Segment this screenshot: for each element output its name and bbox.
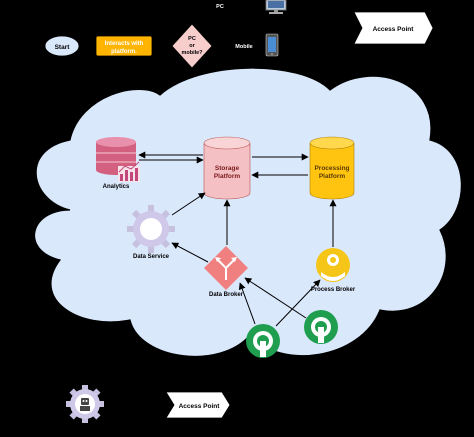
pc-label: PC bbox=[216, 4, 224, 10]
edge-sensor2-databroker bbox=[244, 277, 307, 319]
data-broker-icon[interactable] bbox=[204, 246, 248, 290]
sensor-node-icon[interactable] bbox=[304, 310, 338, 344]
processing-platform-cylinder[interactable] bbox=[309, 136, 355, 200]
decision-label-2: or bbox=[189, 43, 195, 49]
storage-label-2: Platform bbox=[214, 173, 241, 180]
processing-label-2: Platform bbox=[319, 173, 346, 180]
decision-node[interactable] bbox=[171, 23, 213, 69]
mobile-phone-icon bbox=[265, 33, 279, 57]
interacts-label-2: platform. bbox=[111, 49, 137, 55]
access-point-top[interactable] bbox=[353, 11, 434, 45]
data-service-label: Data Service bbox=[133, 254, 170, 260]
access-point-bottom[interactable] bbox=[165, 391, 231, 419]
monitor-icon bbox=[265, 0, 287, 14]
cloud-shape bbox=[33, 67, 462, 357]
decision-label-3: mobile? bbox=[181, 50, 203, 56]
decision-label-1: PC bbox=[188, 36, 196, 42]
gear-icon[interactable] bbox=[127, 205, 175, 253]
edges bbox=[138, 151, 337, 327]
access-point-top-label: Access Point bbox=[373, 26, 415, 33]
process-broker-label: Process Broker bbox=[311, 287, 356, 293]
access-point-bottom-label: Access Point bbox=[179, 403, 221, 410]
start-node[interactable] bbox=[44, 35, 80, 57]
storage-label-1: Storage bbox=[215, 165, 240, 172]
analytics-label: Analytics bbox=[103, 184, 130, 190]
data-broker-label: Data Broker bbox=[209, 292, 244, 298]
edge-databroker-dataservice bbox=[171, 242, 209, 263]
interacts-label-1: Interacts with bbox=[105, 41, 144, 47]
sensor-node-icon[interactable] bbox=[246, 324, 280, 358]
process-broker-icon[interactable] bbox=[316, 248, 350, 282]
edge-sensor1-databroker bbox=[238, 282, 256, 325]
edge-sensor1-processbroker bbox=[275, 279, 321, 327]
interacts-node[interactable] bbox=[95, 35, 153, 57]
edge-dataservice-storage bbox=[171, 192, 206, 216]
analytics-icon[interactable] bbox=[96, 137, 140, 182]
mobile-label: Mobile bbox=[235, 44, 252, 50]
storage-platform-cylinder[interactable] bbox=[203, 136, 251, 200]
processing-label-1: Processing bbox=[314, 165, 349, 172]
robot-gear-icon bbox=[66, 385, 104, 423]
start-label: Start bbox=[55, 44, 71, 51]
